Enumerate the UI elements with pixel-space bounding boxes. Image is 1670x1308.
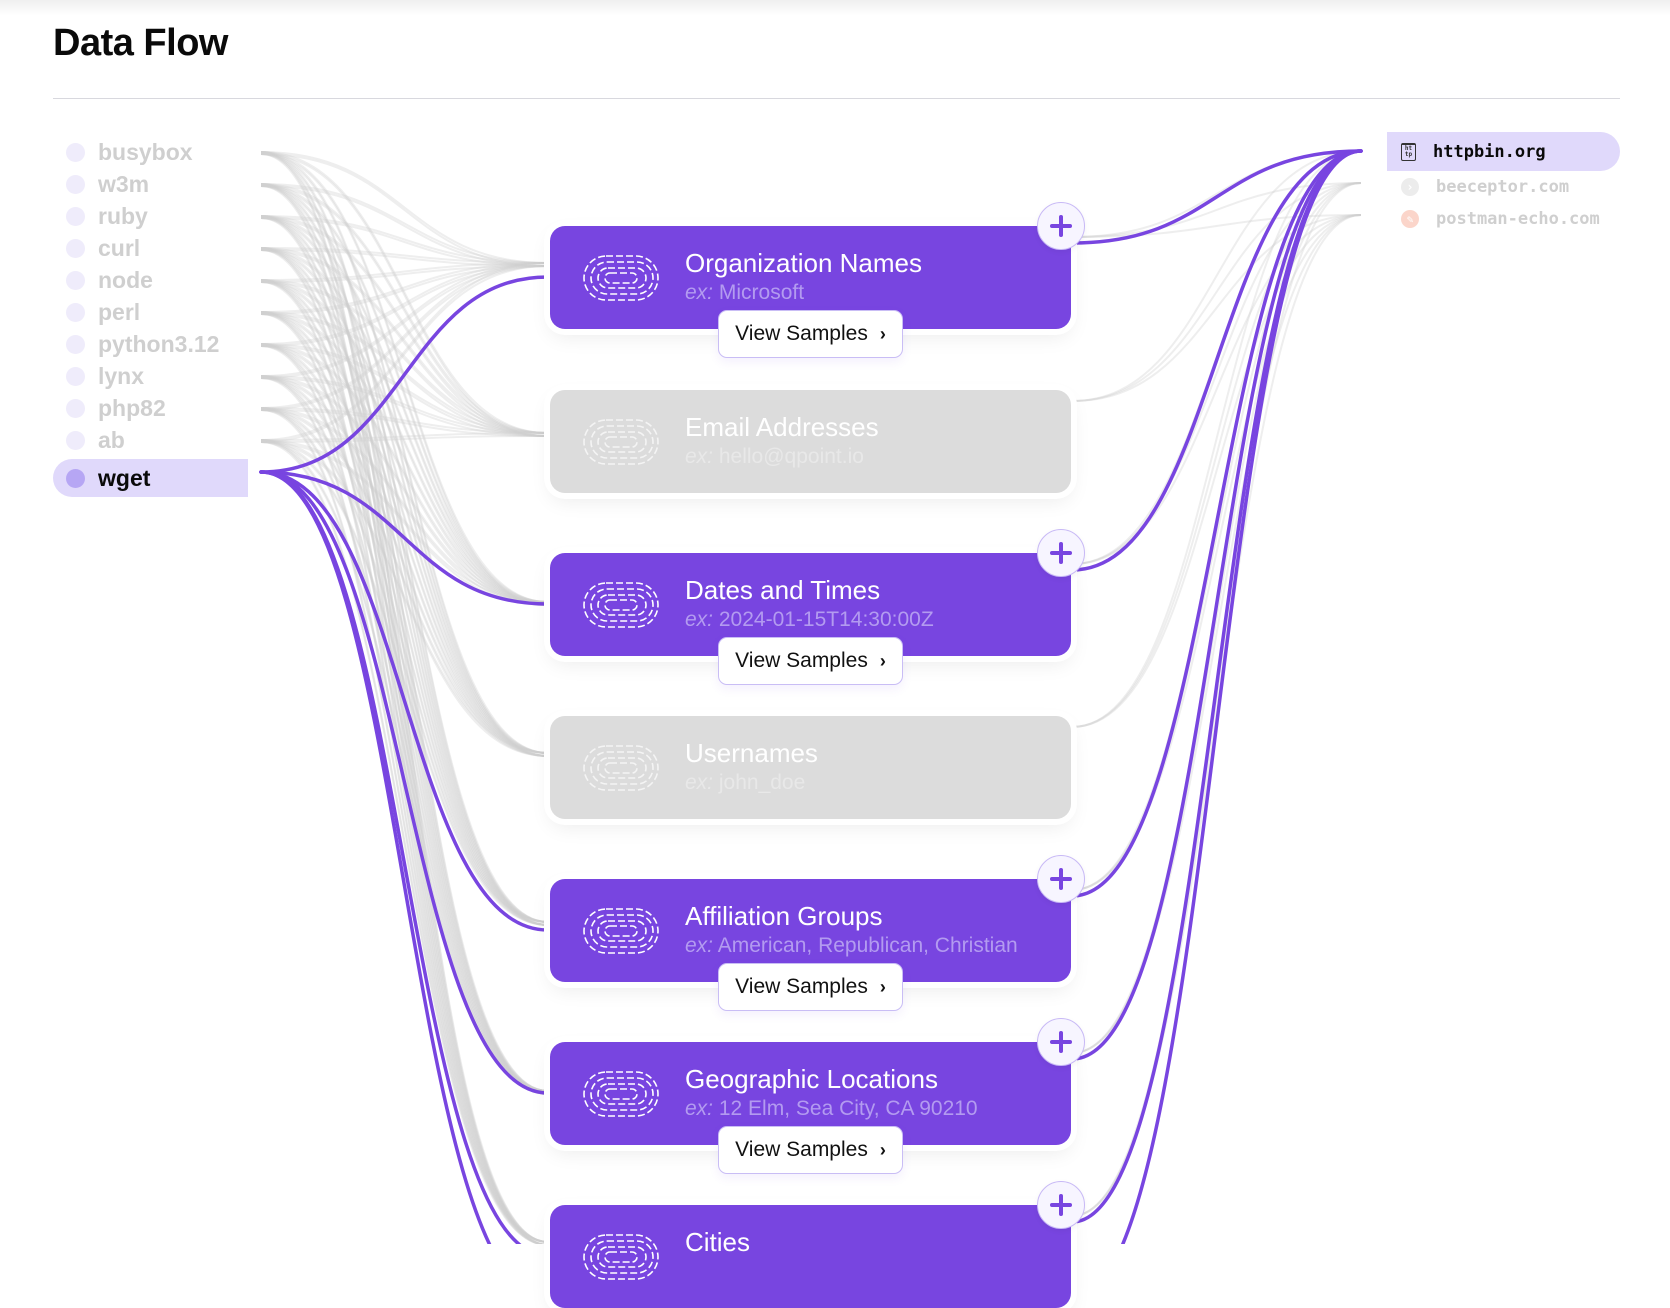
card-title: Dates and Times xyxy=(685,575,881,605)
source-label: ab xyxy=(98,426,125,453)
plus-icon xyxy=(1050,1031,1072,1053)
source-label: wget xyxy=(98,464,151,491)
card-title: Affiliation Groups xyxy=(685,901,883,931)
plus-icon xyxy=(1050,1194,1072,1216)
status-dot-icon xyxy=(66,430,85,450)
status-dot-icon xyxy=(66,238,85,258)
chevron-right-icon: › xyxy=(879,650,886,671)
card-title: Geographic Locations xyxy=(685,1064,938,1094)
card-example: ex: hello@qpoint.io xyxy=(685,445,864,468)
card-title: Cities xyxy=(685,1227,751,1257)
destination-item-postman-echo[interactable]: ✎ postman-echo.com xyxy=(1387,203,1620,235)
source-label: node xyxy=(98,266,153,293)
source-label: busybox xyxy=(98,138,193,165)
fingerprint-icon xyxy=(583,255,659,301)
source-item-busybox[interactable]: busybox xyxy=(53,136,248,168)
card-example: ex: Microsoft xyxy=(685,281,805,304)
status-dot-icon xyxy=(66,398,85,418)
chevron-right-icon: › xyxy=(879,976,886,997)
destination-label: beeceptor.com xyxy=(1436,177,1570,197)
add-button[interactable] xyxy=(1037,529,1085,577)
add-button[interactable] xyxy=(1037,202,1085,250)
card-organization-names[interactable]: Organization Names ex: Microsoft View Sa… xyxy=(550,226,1071,358)
card-usernames[interactable]: Usernames ex: john_doe xyxy=(550,716,1071,819)
card-geographic-locations[interactable]: Geographic Locations ex: 12 Elm, Sea Cit… xyxy=(550,1042,1071,1174)
card-example: ex: 12 Elm, Sea City, CA 90210 xyxy=(685,1097,978,1120)
fingerprint-icon xyxy=(583,745,659,791)
chevron-right-icon: › xyxy=(879,1139,886,1160)
source-item-lynx[interactable]: lynx xyxy=(53,360,248,392)
status-dot-icon xyxy=(66,206,85,226)
source-item-php82[interactable]: php82 xyxy=(53,392,248,424)
status-dot-icon xyxy=(66,302,85,322)
plus-icon xyxy=(1050,215,1072,237)
card-title: Organization Names xyxy=(685,248,922,278)
status-dot-icon xyxy=(66,142,85,162)
card-title: Email Addresses xyxy=(685,412,879,442)
source-label: ruby xyxy=(98,202,148,229)
source-label: curl xyxy=(98,234,141,261)
fingerprint-icon xyxy=(583,1234,659,1280)
source-label: python3.12 xyxy=(98,330,220,357)
destination-item-beeceptor[interactable]: › beeceptor.com xyxy=(1387,171,1620,203)
view-samples-button[interactable]: View Samples› xyxy=(718,963,903,1011)
plus-icon xyxy=(1050,542,1072,564)
status-dot-icon xyxy=(66,366,85,386)
source-label: lynx xyxy=(98,362,145,389)
source-label: php82 xyxy=(98,394,166,421)
top-shadow xyxy=(0,0,1670,16)
source-label: perl xyxy=(98,298,141,325)
view-samples-button[interactable]: View Samples› xyxy=(718,1126,903,1174)
status-dot-icon xyxy=(66,468,85,488)
fingerprint-icon xyxy=(583,419,659,465)
source-item-ab[interactable]: ab xyxy=(53,424,248,456)
destination-label: httpbin.org xyxy=(1433,141,1546,162)
card-dates-and-times[interactable]: Dates and Times ex: 2024-01-15T14:30:00Z… xyxy=(550,553,1071,685)
view-samples-button[interactable]: View Samples› xyxy=(718,637,903,685)
plus-icon xyxy=(1050,868,1072,890)
card-example: ex: American, Republican, Christian xyxy=(685,934,1018,957)
postman-icon: ✎ xyxy=(1401,210,1419,228)
page-title: Data Flow xyxy=(53,22,228,64)
card-title: Usernames xyxy=(685,738,818,768)
source-item-ruby[interactable]: ruby xyxy=(53,200,248,232)
source-item-python[interactable]: python3.12 xyxy=(53,328,248,360)
source-label: w3m xyxy=(98,170,150,197)
card-email-addresses[interactable]: Email Addresses ex: hello@qpoint.io xyxy=(550,390,1071,493)
source-list: busybox w3m ruby curl node perl python3.… xyxy=(53,136,248,497)
source-item-w3m[interactable]: w3m xyxy=(53,168,248,200)
fingerprint-icon xyxy=(583,908,659,954)
chevron-right-icon: › xyxy=(879,323,886,344)
add-button[interactable] xyxy=(1037,1018,1085,1066)
destination-label: postman-echo.com xyxy=(1436,209,1600,229)
card-example: ex: john_doe xyxy=(685,771,806,794)
fingerprint-icon xyxy=(583,1071,659,1117)
status-dot-icon xyxy=(66,174,85,194)
card-cities[interactable]: Cities xyxy=(550,1205,1071,1308)
status-dot-icon xyxy=(66,270,85,290)
add-button[interactable] xyxy=(1037,855,1085,903)
card-affiliation-groups[interactable]: Affiliation Groups ex: American, Republi… xyxy=(550,879,1071,1011)
add-button[interactable] xyxy=(1037,1181,1085,1229)
source-item-wget[interactable]: wget xyxy=(53,459,248,497)
card-example: ex: 2024-01-15T14:30:00Z xyxy=(685,608,934,631)
header-divider xyxy=(53,98,1620,99)
chevron-circle-icon: › xyxy=(1401,178,1419,196)
fingerprint-icon xyxy=(583,582,659,628)
view-samples-button[interactable]: View Samples› xyxy=(718,310,903,358)
status-dot-icon xyxy=(66,334,85,354)
source-item-node[interactable]: node xyxy=(53,264,248,296)
source-item-perl[interactable]: perl xyxy=(53,296,248,328)
source-item-curl[interactable]: curl xyxy=(53,232,248,264)
